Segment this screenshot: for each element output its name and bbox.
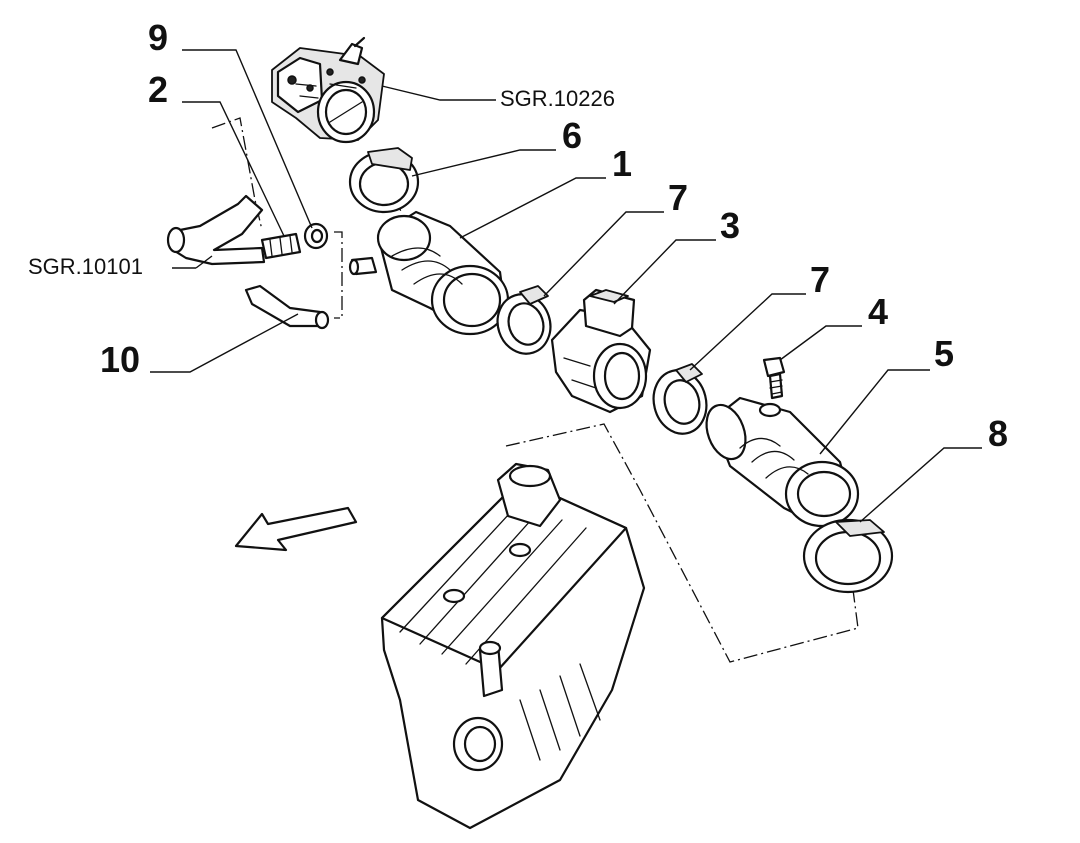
ref-hose: SGR.10101	[28, 254, 143, 279]
callout-8: 8	[988, 413, 1008, 454]
callout-labels: 9 2 6 1 7 3 7 4 5 8 10 SGR.10226 SGR.101…	[28, 17, 1008, 454]
callout-1: 1	[612, 143, 632, 184]
clamp-9	[303, 222, 329, 250]
clamp-6	[348, 147, 420, 214]
clamp-8	[802, 518, 894, 594]
leader-lines	[150, 49, 982, 523]
callout-3: 3	[720, 205, 740, 246]
hose-10	[244, 284, 330, 330]
callout-2: 2	[148, 69, 168, 110]
callout-4: 4	[868, 291, 888, 332]
clamp-7a	[496, 285, 552, 355]
callout-10: 10	[100, 339, 140, 380]
bolt-4	[762, 356, 786, 400]
breather-hose-2	[166, 194, 302, 266]
intake-duct-1	[348, 210, 510, 336]
air-flow-meter-3	[550, 288, 652, 414]
clamp-7b	[652, 363, 708, 435]
intake-hose-5	[705, 396, 860, 528]
callout-7b: 7	[810, 259, 830, 300]
ref-throttle: SGR.10226	[500, 86, 615, 111]
direction-arrow-icon	[234, 506, 358, 552]
callout-9: 9	[148, 17, 168, 58]
callout-6: 6	[562, 115, 582, 156]
throttle-body	[271, 36, 385, 144]
callout-5: 5	[934, 333, 954, 374]
air-filter-box	[380, 462, 646, 830]
callout-7a: 7	[668, 177, 688, 218]
